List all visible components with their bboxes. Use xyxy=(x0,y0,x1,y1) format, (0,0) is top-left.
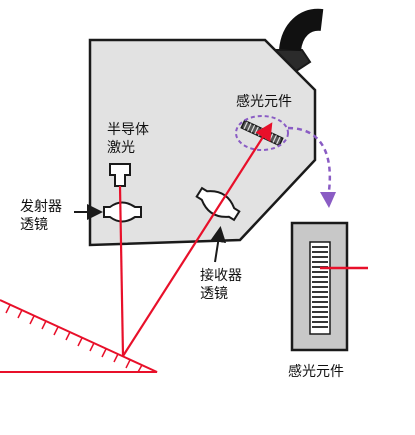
emitter-lens-label-line2: 透镜 xyxy=(20,217,48,233)
sensor-detail-label: 感光元件 xyxy=(288,363,344,380)
target-surface xyxy=(0,299,158,373)
receiver-lens-icon xyxy=(195,186,241,222)
emitter-lens-icon xyxy=(103,201,142,223)
sensor-housing xyxy=(88,38,317,247)
sensor-detail-panel xyxy=(290,221,368,352)
sensor-detail-arrow xyxy=(287,126,332,199)
laser-diode-icon xyxy=(109,163,131,187)
receiver-lens-label-line2: 透镜 xyxy=(200,286,228,302)
receiver-lens-label-line1: 接收器 xyxy=(200,267,242,284)
sensor-highlight-ellipse xyxy=(235,115,289,151)
laser-label-line2: 激光 xyxy=(107,139,135,156)
sensor-inside-label: 感光元件 xyxy=(236,93,292,110)
laser-label-line1: 半导体 xyxy=(107,122,149,138)
emitter-lens-label-line1: 发射器 xyxy=(20,199,62,215)
sensor-detail-arrowhead xyxy=(320,192,336,208)
emitted-laser-beam xyxy=(118,185,125,357)
reflected-laser-beam xyxy=(122,122,273,357)
receiver-lens-pointer xyxy=(210,226,227,263)
